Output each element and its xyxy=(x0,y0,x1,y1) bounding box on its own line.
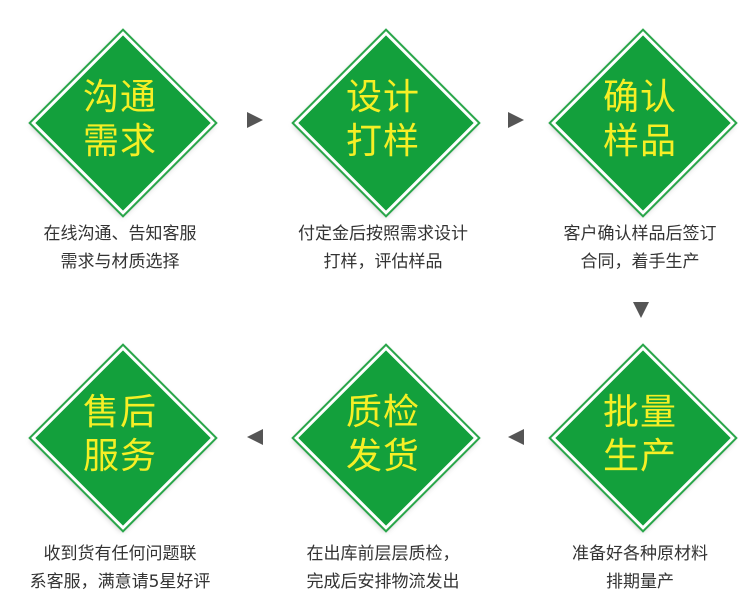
step-title: 质检 发货 xyxy=(345,392,420,477)
step-description: 收到货有任何问题联 系客服，满意请5星好评 xyxy=(29,544,211,592)
step-title: 沟通 需求 xyxy=(82,77,157,162)
step-description: 在出库前层层质检， 完成后安排物流发出 xyxy=(306,544,460,592)
step-title: 确认 样品 xyxy=(602,77,677,162)
arrow-left-icon xyxy=(247,429,263,445)
arrow-right-icon xyxy=(508,112,524,128)
step-title: 批量 生产 xyxy=(602,392,677,477)
step-title: 售后 服务 xyxy=(82,392,157,477)
step-description: 付定金后按照需求设计 打样，评估样品 xyxy=(298,224,468,272)
step-diamond: 售后 服务 xyxy=(30,345,215,530)
step-diamond: 批量 生产 xyxy=(550,345,735,530)
step-diamond: 设计 打样 xyxy=(293,30,478,215)
step-diamond: 沟通 需求 xyxy=(30,30,215,215)
step-title: 设计 打样 xyxy=(345,77,420,162)
arrow-left-icon xyxy=(508,429,524,445)
step-description: 在线沟通、告知客服 需求与材质选择 xyxy=(43,224,197,272)
arrow-right-icon xyxy=(247,112,263,128)
step-description: 客户确认样品后签订 合同，着手生产 xyxy=(563,224,717,272)
step-description: 准备好各种原材料 排期量产 xyxy=(572,544,708,592)
step-diamond: 确认 样品 xyxy=(550,30,735,215)
arrow-down-icon xyxy=(633,302,649,318)
step-diamond: 质检 发货 xyxy=(293,345,478,530)
